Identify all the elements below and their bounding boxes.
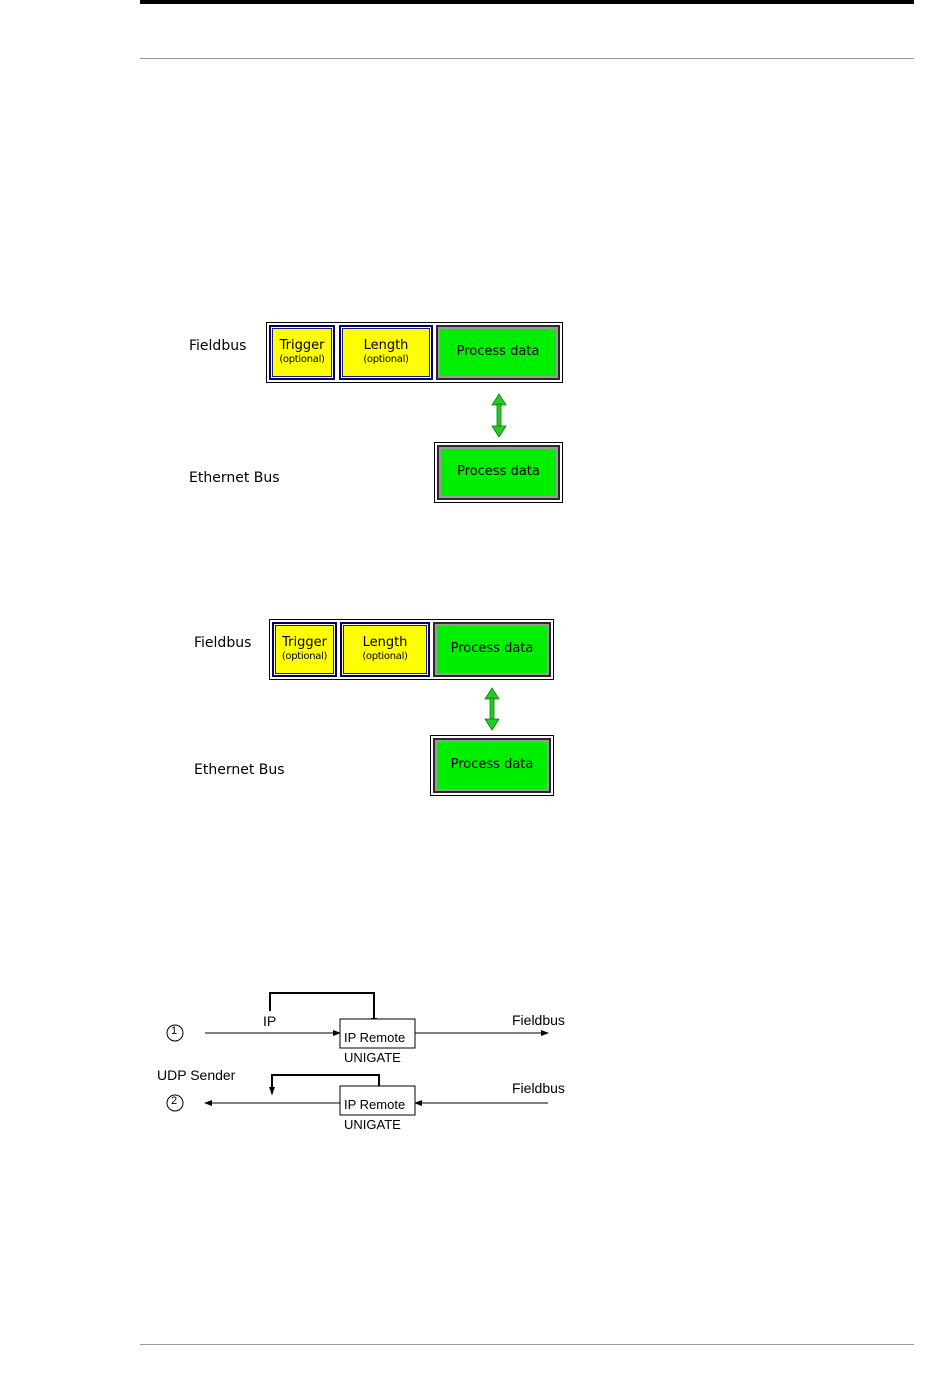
marker-1-label: 1 — [171, 1025, 177, 1037]
ip-label: IP — [263, 1013, 276, 1029]
unigate-top-label: UNIGATE — [344, 1050, 401, 1065]
fieldbus-out-label: Fieldbus — [512, 1012, 565, 1028]
ip-remote-top-label: IP Remote — [344, 1030, 405, 1045]
ip-remote-bottom-label: IP Remote — [344, 1097, 405, 1112]
udp-sender-label: UDP Sender — [157, 1067, 235, 1083]
unigate-bottom-label: UNIGATE — [344, 1117, 401, 1132]
fieldbus-in-label: Fieldbus — [512, 1080, 565, 1096]
marker-2-label: 2 — [171, 1095, 177, 1107]
